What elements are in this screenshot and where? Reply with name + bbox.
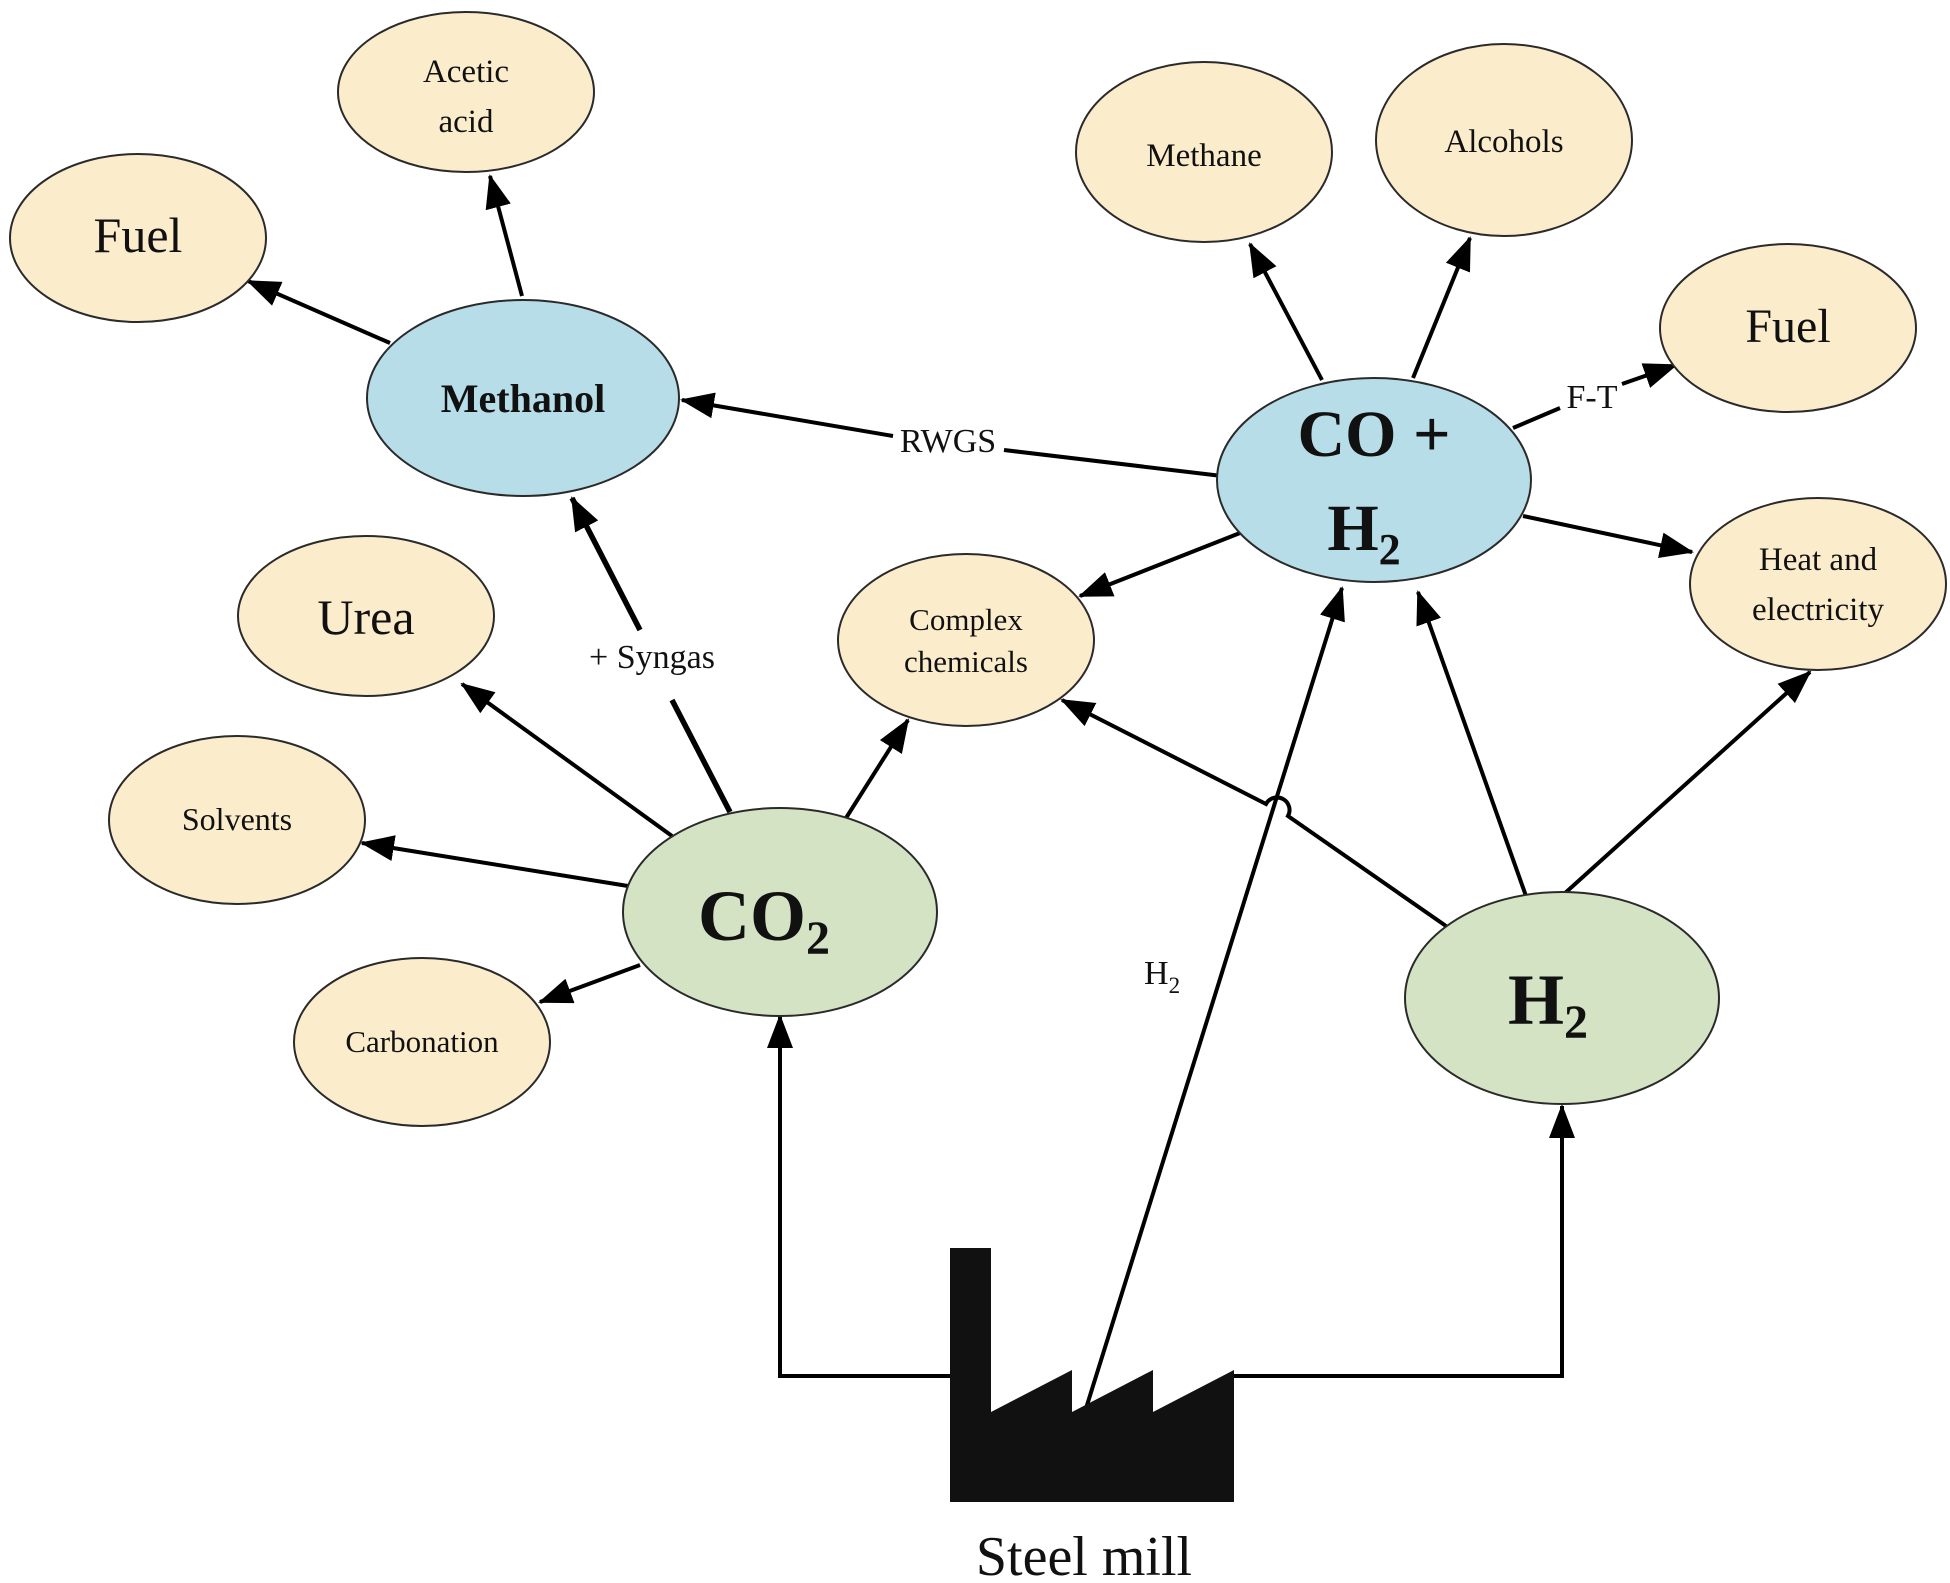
- node-acetic-acid-line2: acid: [439, 104, 494, 140]
- node-co-h2-line1: CO +: [1297, 398, 1450, 471]
- node-h2-main: H: [1508, 960, 1564, 1040]
- node-co-h2-sub: 2: [1379, 525, 1401, 574]
- edge-label-h2-sub: 2: [1169, 973, 1181, 998]
- node-carbonation-label: Carbonation: [345, 1024, 499, 1059]
- node-fuel-left-label: Fuel: [94, 207, 183, 263]
- edge-label-syngas: + Syngas: [589, 639, 715, 676]
- edge-coh2-methane: [1248, 242, 1324, 381]
- edges: [246, 174, 1812, 1419]
- edge-mill-h2: [1233, 1104, 1575, 1378]
- node-co2-main: CO: [698, 876, 806, 956]
- edge-co2-complex: [844, 718, 910, 820]
- node-complex-line1: Complex: [909, 602, 1023, 637]
- edge-mill-coh2: [1081, 586, 1345, 1419]
- edge-methanol-acetic: [485, 174, 524, 297]
- node-h2-label: H2: [1508, 960, 1588, 1049]
- edge-coh2-fuel-a: [1512, 406, 1561, 430]
- edge-label-rwgs: RWGS: [900, 423, 996, 460]
- edge-labels: RWGS + Syngas F-T H2: [589, 379, 1618, 998]
- node-methanol: Methanol: [366, 299, 680, 497]
- node-urea: Urea: [237, 535, 495, 697]
- nodes: Acetic acid Fuel Methanol Methane Alcoho…: [9, 11, 1947, 1127]
- node-methane-label: Methane: [1146, 138, 1261, 174]
- node-methane: Methane: [1075, 61, 1333, 243]
- node-heat-electricity: Heat and electricity: [1689, 497, 1947, 671]
- edge-co2-solvents: [360, 835, 629, 888]
- steel-mill: Steel mill: [950, 1248, 1234, 1583]
- node-heat-line2: electricity: [1752, 592, 1884, 628]
- node-acetic-acid-line1: Acetic: [423, 54, 509, 90]
- edge-label-ft: F-T: [1567, 379, 1618, 416]
- edge-coh2-alcohols: [1411, 236, 1472, 379]
- edge-h2-heat: [1562, 670, 1812, 896]
- node-co-h2: CO + H2: [1216, 377, 1532, 583]
- node-solvents: Solvents: [108, 735, 366, 905]
- node-complex-line2: chemicals: [904, 644, 1028, 679]
- node-alcohols-label: Alcohols: [1444, 124, 1563, 160]
- edge-coh2-methanol: [1003, 448, 1223, 478]
- node-co-h2-line2: H2: [1327, 492, 1400, 574]
- node-co2-label: CO2: [698, 876, 830, 965]
- steel-mill-label: Steel mill: [976, 1526, 1192, 1583]
- edge-h2-coh2: [1416, 590, 1528, 897]
- edge-methanol-fuel: [246, 279, 391, 345]
- edge-co2-urea: [460, 682, 674, 838]
- factory-icon: [950, 1248, 1234, 1502]
- node-acetic-acid: Acetic acid: [337, 11, 595, 173]
- node-h2-sub: 2: [1564, 996, 1588, 1049]
- edge-coh2-methanol-b: [680, 392, 894, 438]
- node-heat-line1: Heat and: [1759, 542, 1878, 578]
- edge-co2-carbonation: [538, 963, 641, 1004]
- node-h2: H2: [1404, 891, 1720, 1105]
- node-co2-sub: 2: [806, 912, 830, 965]
- edge-label-h2: H2: [1144, 955, 1180, 998]
- edge-mill-co2: [767, 1014, 950, 1378]
- edge-label-h2-main: H: [1144, 955, 1169, 992]
- edge-co2-methanol-b: [569, 496, 643, 632]
- node-co-h2-h: H: [1327, 492, 1378, 565]
- node-alcohols: Alcohols: [1375, 43, 1633, 237]
- edge-co2-methanol-a: [669, 698, 733, 814]
- node-fuel-right-label: Fuel: [1745, 300, 1830, 353]
- node-urea-label: Urea: [317, 589, 414, 645]
- edge-h2-complex: [1060, 698, 1448, 928]
- edge-coh2-complex: [1078, 531, 1241, 598]
- node-carbonation: Carbonation: [293, 957, 551, 1127]
- edge-coh2-heat: [1522, 514, 1694, 559]
- node-methanol-label: Methanol: [441, 376, 605, 421]
- node-complex-chemicals: Complex chemicals: [837, 553, 1095, 727]
- node-solvents-label: Solvents: [182, 801, 292, 837]
- node-fuel-left: Fuel: [9, 153, 267, 323]
- node-fuel-right: Fuel: [1659, 243, 1917, 413]
- node-co2: CO2: [622, 807, 938, 1017]
- edge-coh2-fuel-b: [1621, 363, 1678, 388]
